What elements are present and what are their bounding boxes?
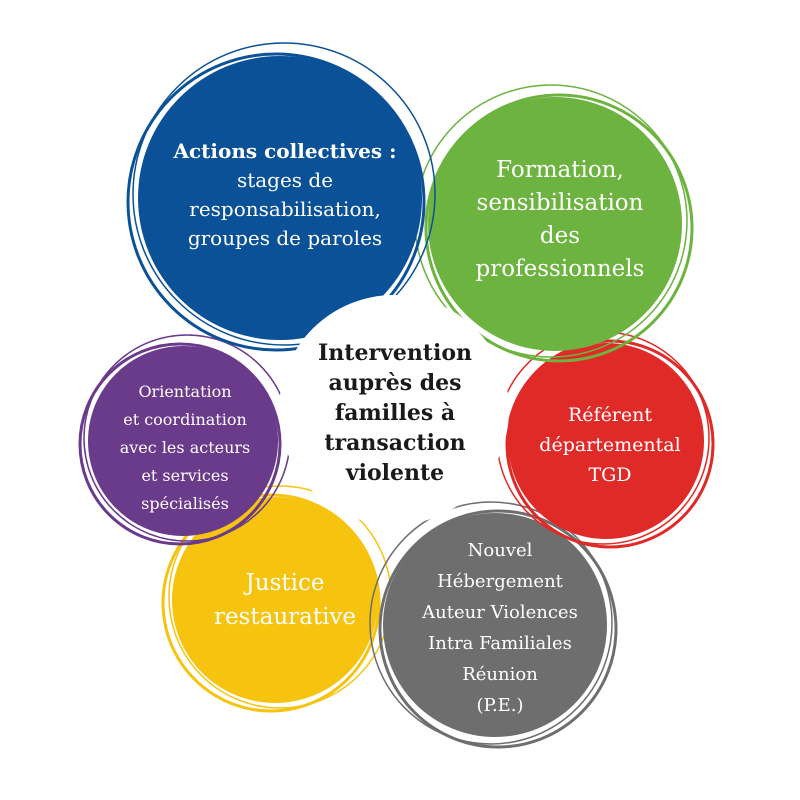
center-line-1: Intervention	[318, 339, 472, 366]
referent-line-3: TGD	[588, 464, 632, 486]
center-line-2: auprès des	[328, 369, 462, 396]
center-line-3: familles à	[334, 399, 456, 426]
center-label: Intervention auprès des familles à trans…	[285, 325, 505, 500]
center-line-5: violente	[345, 459, 445, 486]
formation-circle	[414, 84, 694, 363]
referent-line-1: Référent	[567, 404, 653, 426]
actions-line-1: stages de	[236, 168, 334, 192]
nouvel-line-2: Hébergement	[437, 570, 563, 592]
referent-circle	[496, 331, 715, 549]
nouvel-line-4: Intra Familiales	[428, 632, 572, 654]
actions-circle	[126, 42, 436, 352]
center-line-4: transaction	[324, 429, 466, 456]
nouvel-line-5: Réunion	[462, 663, 538, 685]
actions-collectives-label: Actions collectives : stages de responsa…	[140, 135, 430, 255]
center-circle	[279, 295, 509, 525]
formation-line-4: professionnels	[475, 256, 645, 282]
formation-line-2: sensibilisation	[476, 190, 644, 216]
formation-line-3: des	[539, 223, 581, 249]
nouvel-circle	[369, 501, 618, 749]
orientation-line-4: et services	[141, 465, 229, 485]
nouvel-line-3: Auteur Violences	[422, 601, 578, 623]
nouvel-line-6: (P.E.)	[476, 694, 524, 716]
orientation-line-1: Orientation	[138, 381, 232, 401]
justice-label: Justice restaurative	[185, 560, 385, 640]
orientation-line-3: avec les acteurs	[119, 437, 251, 457]
orientation-label: Orientation et coordination avec les act…	[95, 375, 275, 520]
referent-label: Référent départemental TGD	[505, 395, 715, 495]
nouvel-line-1: Nouvel	[467, 539, 533, 561]
actions-title: Actions collectives :	[173, 139, 397, 163]
formation-line-1: Formation,	[496, 157, 624, 183]
actions-line-2: responsabilisation,	[189, 197, 381, 221]
orientation-circle	[78, 334, 291, 546]
referent-line-2: départemental	[539, 434, 681, 456]
formation-label: Formation, sensibilisation des professio…	[440, 150, 680, 290]
justice-circle	[161, 485, 392, 713]
orientation-line-5: spécialisés	[141, 493, 229, 513]
actions-line-3: groupes de paroles	[187, 226, 383, 250]
nouvel-hebergement-label: Nouvel Hébergement Auteur Violences Intr…	[385, 535, 615, 720]
justice-line-2: restaurative	[213, 604, 357, 630]
justice-line-1: Justice	[245, 570, 325, 596]
orientation-line-2: et coordination	[123, 409, 247, 429]
